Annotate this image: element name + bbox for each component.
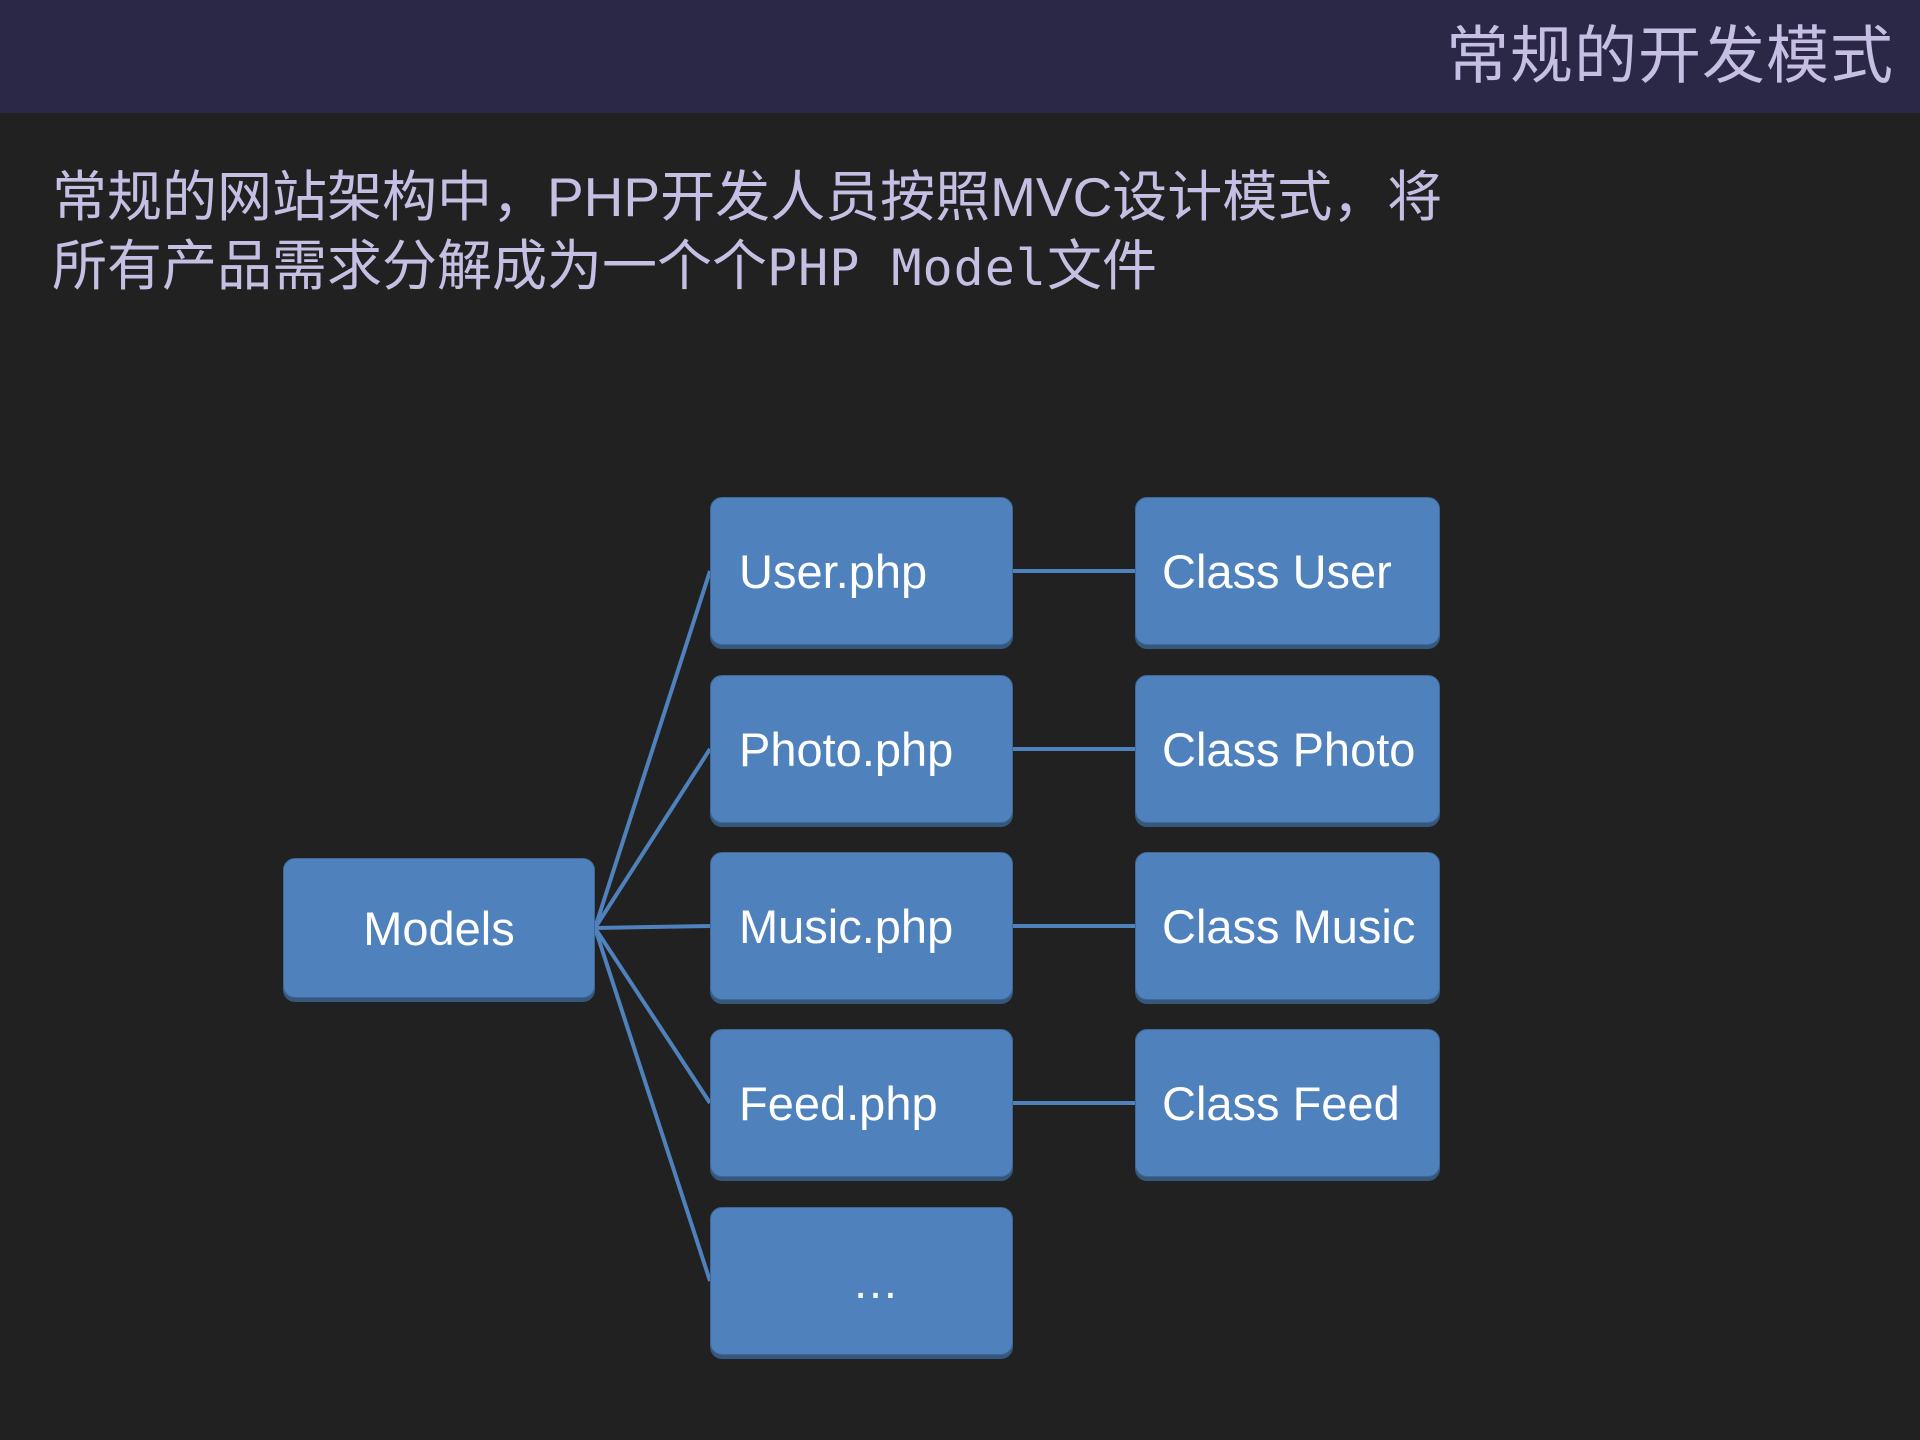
node-user-php[interactable]: User.php xyxy=(710,497,1013,645)
node-class-photo[interactable]: Class Photo xyxy=(1135,675,1440,823)
body-line-1: 常规的网站架构中，PHP开发人员按照MVC设计模式，将 xyxy=(52,166,1443,228)
node-class-user-label: Class User xyxy=(1162,544,1392,598)
page-title: 常规的开发模式 xyxy=(1446,21,1894,91)
slide-header-bar: 常规的开发模式 xyxy=(0,0,1920,113)
slide-body-text: 常规的网站架构中，PHP开发人员按照MVC设计模式，将 所有产品需求分解成为一个… xyxy=(52,163,1852,303)
node-more-files-label: … xyxy=(852,1254,899,1308)
body-line-2-mono: PHP Model xyxy=(767,239,1047,297)
body-line-2: 所有产品需求分解成为一个个PHP Model文件 xyxy=(52,232,1852,303)
connector-models-to-photo xyxy=(593,747,712,930)
connector-models-to-music xyxy=(594,924,711,930)
connector-models-to-feed xyxy=(593,926,712,1105)
connector-models-to-more xyxy=(593,927,712,1282)
node-class-feed-label: Class Feed xyxy=(1162,1076,1400,1130)
node-class-music-label: Class Music xyxy=(1162,899,1416,953)
node-music-php-label: Music.php xyxy=(739,899,954,953)
node-user-php-label: User.php xyxy=(739,544,928,598)
node-more-files[interactable]: … xyxy=(710,1207,1013,1355)
node-class-photo-label: Class Photo xyxy=(1162,722,1416,776)
node-feed-php-label: Feed.php xyxy=(739,1076,938,1130)
node-feed-php[interactable]: Feed.php xyxy=(710,1029,1013,1177)
node-music-php[interactable]: Music.php xyxy=(710,852,1013,1000)
node-models-label: Models xyxy=(363,901,515,955)
connector-models-to-user xyxy=(593,570,712,929)
node-models[interactable]: Models xyxy=(283,858,595,998)
body-line-2-part-a: 所有产品需求分解成为一个个 xyxy=(52,235,768,297)
body-line-2-part-b: 文件 xyxy=(1046,235,1157,297)
node-class-user[interactable]: Class User xyxy=(1135,497,1440,645)
node-photo-php-label: Photo.php xyxy=(739,722,954,776)
node-photo-php[interactable]: Photo.php xyxy=(710,675,1013,823)
node-class-feed[interactable]: Class Feed xyxy=(1135,1029,1440,1177)
node-class-music[interactable]: Class Music xyxy=(1135,852,1440,1000)
